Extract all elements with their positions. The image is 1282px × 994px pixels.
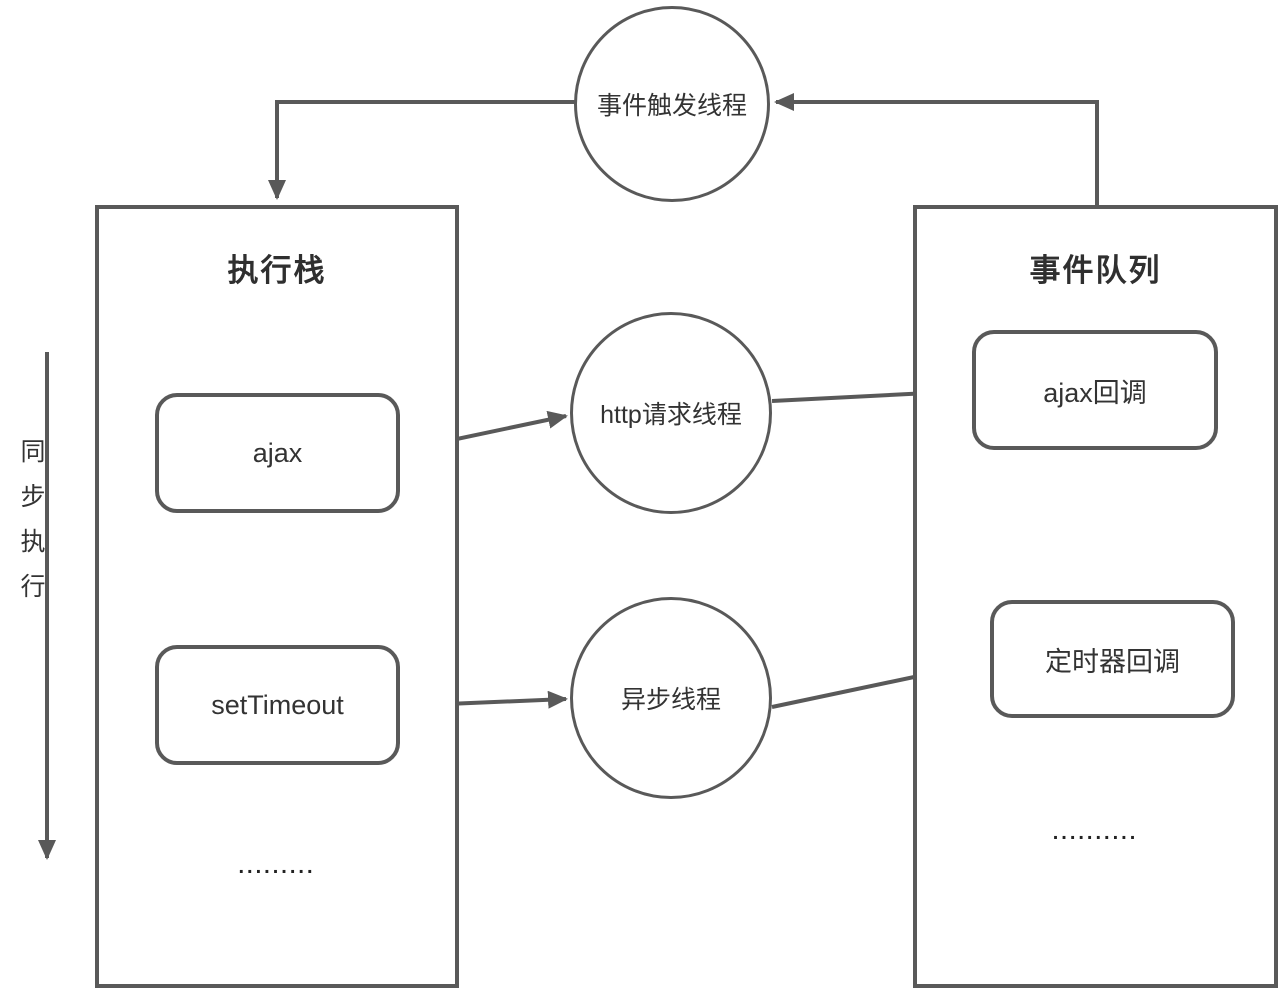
arrow-trigger-to-stack [268, 100, 575, 200]
event-trigger-thread-label: 事件触发线程 [596, 92, 747, 120]
async-thread-label: 异步线程 [620, 686, 721, 714]
execution-stack-ellipsis: ......... [238, 856, 316, 878]
execution-stack-panel [95, 205, 459, 988]
event-trigger-thread-circle: 事件触发线程 [574, 6, 770, 202]
sync-execution-label: 同步执行 [17, 438, 45, 618]
arrow-queue-to-trigger [774, 93, 1099, 205]
event-queue-title: 事件队列 [1029, 253, 1162, 288]
ajax-node-label: ajax [252, 437, 303, 468]
http-request-thread-label: http请求线程 [600, 401, 742, 429]
ajax-callback-node-label: ajax回调 [1043, 377, 1147, 408]
event-queue-panel [913, 205, 1278, 988]
async-thread-circle: 异步线程 [570, 597, 772, 799]
settimeout-node-label: setTimeout [211, 689, 344, 720]
ajax-callback-node: ajax回调 [972, 330, 1218, 450]
timer-callback-node-label: 定时器回调 [1045, 646, 1180, 677]
ajax-node: ajax [155, 393, 400, 513]
timer-callback-node: 定时器回调 [990, 600, 1235, 718]
execution-stack-title: 执行栈 [227, 253, 327, 288]
settimeout-node: setTimeout [155, 645, 400, 765]
event-queue-ellipsis: .......... [1052, 822, 1139, 844]
http-request-thread-circle: http请求线程 [570, 312, 772, 514]
